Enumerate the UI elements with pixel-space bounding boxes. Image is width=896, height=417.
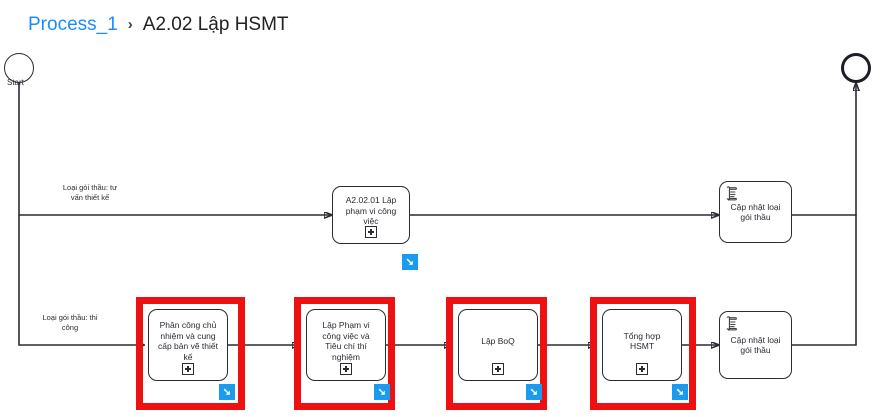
breadcrumb-current: A2.02 Lập HSMT	[142, 14, 289, 35]
task-label: Tổng hợp HSMT	[623, 330, 661, 352]
end-event[interactable]	[841, 53, 871, 83]
script-task-icon	[726, 186, 737, 201]
arrow-down-right-icon	[530, 388, 537, 395]
arrow-down-right-icon	[406, 258, 413, 265]
sub-process-plus-icon	[182, 363, 194, 375]
highlight-frame-lap-boq	[446, 297, 547, 410]
task-tong-hop-hsmt[interactable]: Tổng hợp HSMT	[602, 309, 682, 381]
task-label: Lập Phạm vi công việc và Tiêu chí thí ng…	[322, 320, 370, 362]
start-event-label: Start	[7, 78, 24, 87]
sub-process-plus-icon	[340, 363, 352, 375]
task-lap-boq[interactable]: Lập BoQ	[458, 309, 538, 381]
sub-process-plus-icon	[492, 363, 504, 375]
task-a2-02-01-lap-pham-vi-cong-viec[interactable]: A2.02.01 Lập phạm vi công việc	[332, 186, 410, 244]
highlight-frame-lap-pham-vi	[294, 297, 395, 410]
breadcrumb-separator-icon: ›	[127, 16, 133, 33]
highlight-frame-tong-hop-hsmt	[590, 297, 696, 410]
drill-down-badge-a2-02-01[interactable]	[402, 254, 418, 270]
breadcrumb-parent-link[interactable]: Process_1	[28, 14, 118, 35]
task-label: Phân công chủ nhiệm và cung cấp bản vẽ t…	[157, 320, 218, 362]
drill-down-badge-tong-hop-hsmt[interactable]	[672, 384, 688, 400]
drill-down-badge-lap-pham-vi[interactable]	[374, 384, 390, 400]
breadcrumb: Process_1 › A2.02 Lập HSMT	[28, 14, 289, 36]
flow-label-thi-cong: Loại gói thầu: thi công	[42, 313, 98, 332]
arrow-down-right-icon	[378, 388, 385, 395]
task-label: Cập nhật loại gói thầu	[730, 201, 781, 223]
task-cap-nhat-loai-goi-thau-top[interactable]: Cập nhật loại gói thầu	[719, 181, 792, 243]
flow-label-tu-van-thiet-ke: Loại gói thầu: tư vấn thiết kế	[62, 183, 118, 202]
script-task-icon	[726, 316, 737, 331]
start-event[interactable]	[4, 53, 34, 83]
sub-process-plus-icon	[365, 226, 377, 238]
sub-process-plus-icon	[636, 363, 648, 375]
highlight-frame-phan-cong	[136, 297, 245, 410]
task-cap-nhat-loai-goi-thau-bottom[interactable]: Cập nhật loại gói thầu	[719, 311, 792, 379]
task-phan-cong-chu-nhiem[interactable]: Phân công chủ nhiệm và cung cấp bản vẽ t…	[148, 309, 228, 381]
task-label: Cập nhật loại gói thầu	[730, 334, 781, 356]
task-label: A2.02.01 Lập phạm vi công việc	[345, 195, 397, 227]
task-lap-pham-vi-cong-viec[interactable]: Lập Phạm vi công việc và Tiêu chí thí ng…	[306, 309, 386, 381]
arrow-down-right-icon	[223, 388, 230, 395]
task-label: Lập BoQ	[481, 335, 515, 346]
arrow-down-right-icon	[676, 388, 683, 395]
drill-down-badge-phan-cong[interactable]	[219, 384, 235, 400]
drill-down-badge-lap-boq[interactable]	[526, 384, 542, 400]
